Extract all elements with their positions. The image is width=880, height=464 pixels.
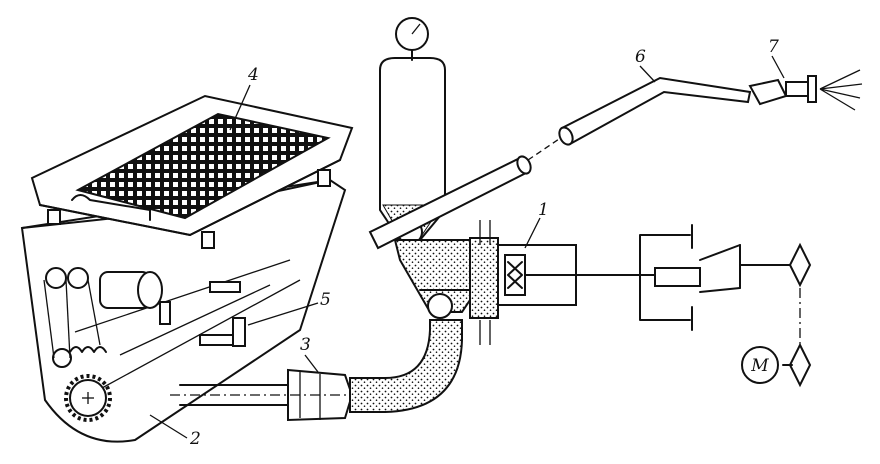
leader-hopper [149,414,188,439]
vibrating-sieve [30,94,354,249]
label-hose: 6 [635,47,646,67]
transmission [599,224,812,388]
motor-symbol: M [750,356,769,376]
valve-body [393,239,471,319]
leader-hose [639,65,656,83]
label-coupling: 3 [300,335,311,355]
mortar-hopper [20,178,347,443]
label-drive-belt: 5 [320,290,331,310]
gear [64,374,112,422]
leader-drive-belt [247,302,319,326]
leader-coupling [304,354,319,373]
label-nozzle: 7 [768,37,779,57]
leader-sieve [229,84,251,131]
spray-nozzle [748,69,863,111]
leader-nozzle [771,55,785,79]
label-hopper: 2 [189,429,201,449]
pressure-gauge [395,17,429,51]
label-pump: 1 [538,200,549,220]
leader-pump [524,217,541,249]
hose-coupling [170,368,360,422]
delivery-hose [368,76,752,250]
plunger-pump [469,220,601,345]
electric-motor: M [741,346,779,384]
drive-belt [43,267,246,368]
delivery-pipe [349,319,463,413]
label-sieve: 4 [247,65,259,85]
